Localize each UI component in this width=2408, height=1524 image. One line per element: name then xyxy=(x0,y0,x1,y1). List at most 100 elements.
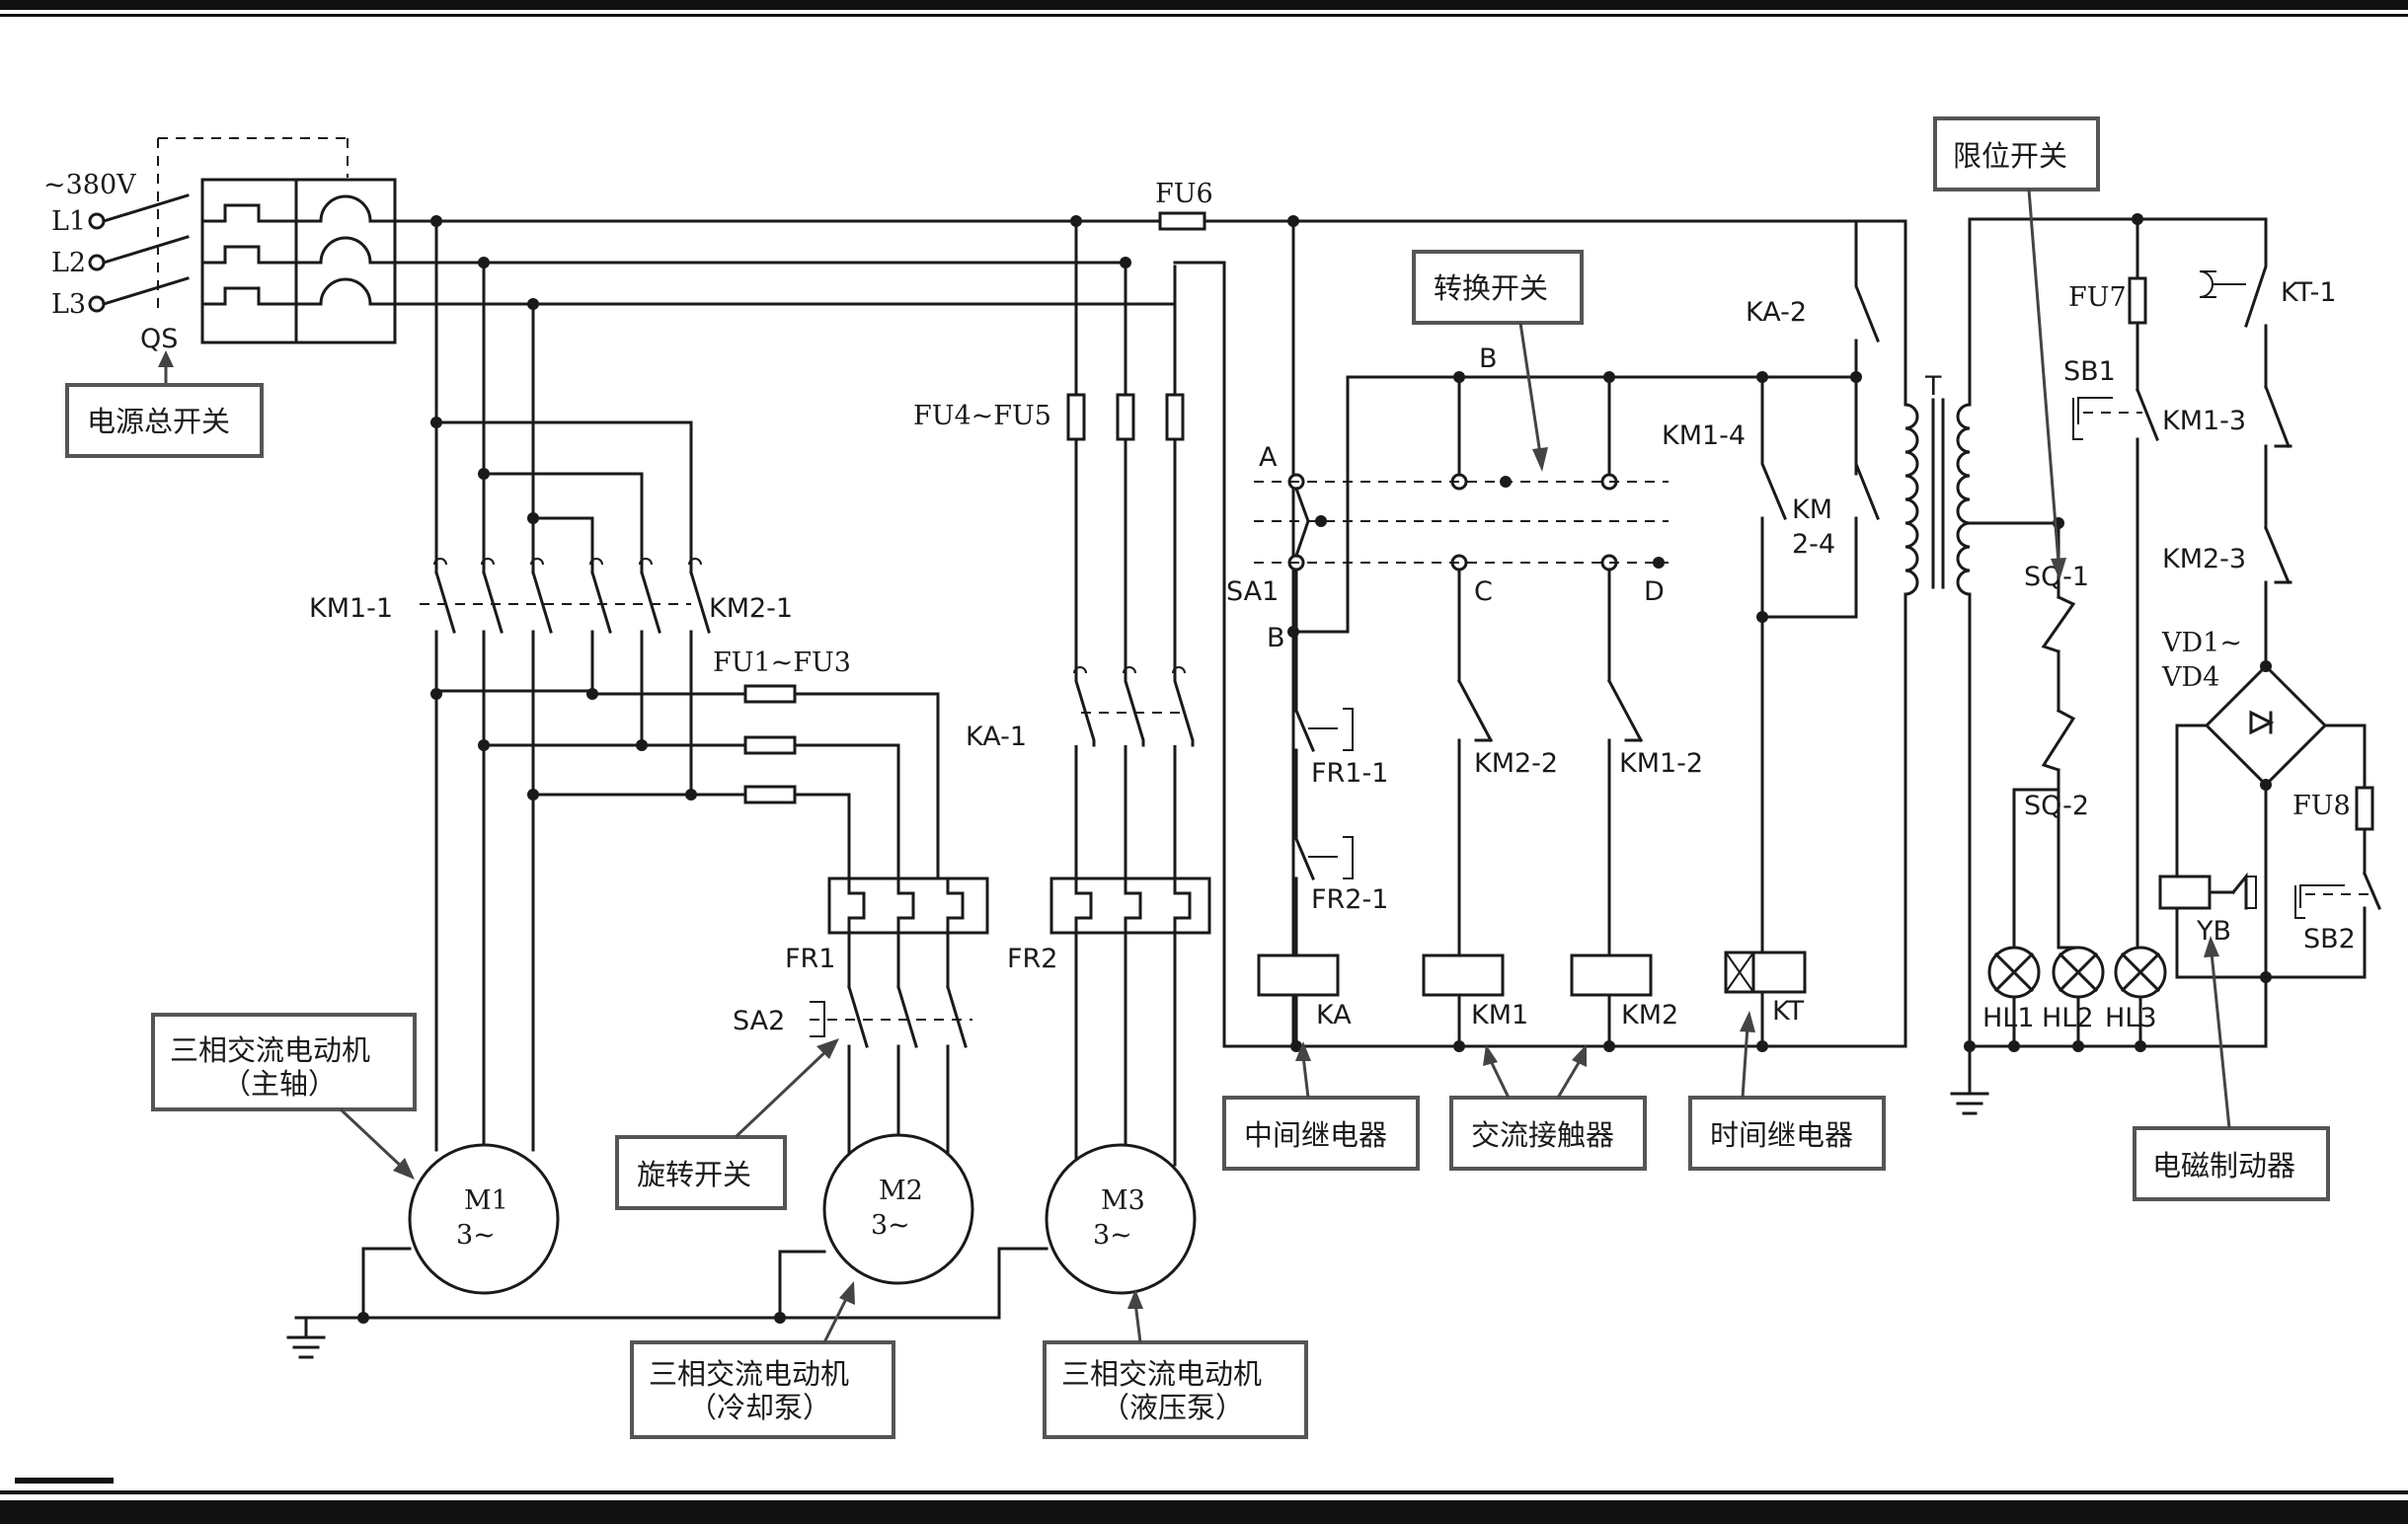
ka-2-label: KA-2 xyxy=(1746,297,1807,328)
callout-motor-spindle: 三相交流电动机 （主轴） xyxy=(151,1013,417,1180)
callout-limit-switch-text: 限位开关 xyxy=(1953,139,2067,173)
phase-l2-label: L2 xyxy=(51,248,86,278)
three-phase-bus: FU6 xyxy=(393,179,1907,1048)
callout-time-relay-text: 时间继电器 xyxy=(1710,1118,1853,1152)
callout-coolant-line1: 三相交流电动机 xyxy=(649,1357,849,1391)
callout-change-switch-text: 转换开关 xyxy=(1434,271,1548,305)
callout-limit-switch: 限位开关 xyxy=(1933,116,2100,580)
spindle-motor-branch: KM1-1 KM2-1 xyxy=(309,215,793,1152)
callout-spindle-line2: （主轴） xyxy=(222,1067,337,1101)
hydraulic-motor-branch: FU4~FU5 KA-1 FR2 xyxy=(913,215,1211,1167)
node-a-label: A xyxy=(1259,442,1278,473)
yb-coil xyxy=(2158,875,2212,910)
t-label: T xyxy=(1924,371,1942,402)
callout-coolant-line2: （冷却泵） xyxy=(688,1391,831,1424)
fu6-label: FU6 xyxy=(1155,179,1213,209)
km2-3-label: KM2-3 xyxy=(2162,544,2246,574)
fu1-fuse xyxy=(743,684,797,704)
sb1-label: SB1 xyxy=(2063,356,2116,387)
m3-name: M3 xyxy=(1101,1185,1145,1216)
motor-m3: M3 3~ xyxy=(997,1143,1197,1320)
fr1-thermal-relay xyxy=(827,876,989,935)
fu5-fuse xyxy=(1116,393,1135,441)
sq-2-label: SQ-2 xyxy=(2024,791,2089,821)
m3-sub: 3~ xyxy=(1093,1220,1132,1251)
fu7-label: FU7 xyxy=(2068,282,2127,313)
m1-name: M1 xyxy=(464,1185,508,1216)
callout-ac-contactor: 交流接触器 xyxy=(1449,1044,1647,1171)
callout-rotary-switch-text: 旋转开关 xyxy=(637,1158,751,1191)
ka-coil-label: KA xyxy=(1316,1000,1352,1030)
bottom-frame-bar xyxy=(0,1490,2408,1494)
callout-hydraulic-line1: 三相交流电动机 xyxy=(1061,1357,1262,1391)
bridge-rectifier xyxy=(2204,660,2328,791)
m2-name: M2 xyxy=(879,1176,923,1206)
km2-coil-label: KM2 xyxy=(1621,1000,1678,1030)
fr1-1-label: FR1-1 xyxy=(1311,758,1388,789)
fr2-label: FR2 xyxy=(1007,944,1057,974)
lamp-hl2 xyxy=(2052,946,2105,999)
km2-2-label: KM2-2 xyxy=(1474,748,1558,779)
sb2-label: SB2 xyxy=(2303,924,2356,954)
callout-main-switch-text: 电源总开关 xyxy=(87,405,230,438)
fr2-1-label: FR2-1 xyxy=(1311,884,1388,915)
callout-time-relay: 时间继电器 xyxy=(1688,1011,1886,1171)
fu3-fuse xyxy=(743,785,797,804)
km1-1-label: KM1-1 xyxy=(309,593,393,624)
phase-l3-label: L3 xyxy=(51,289,86,320)
km1-coil xyxy=(1422,953,1505,997)
hl3-label: HL3 xyxy=(2105,1003,2157,1033)
supply-voltage-label: ~380V xyxy=(43,170,136,200)
fu4-5-label: FU4~FU5 xyxy=(913,401,1051,431)
km1-2-label: KM1-2 xyxy=(1619,748,1703,779)
callout-spindle-line1: 三相交流电动机 xyxy=(170,1033,370,1067)
callout-electromagnetic-brake: 电磁制动器 xyxy=(2133,936,2330,1201)
node-b-bot-label: B xyxy=(1267,623,1285,653)
callout-main-switch: 电源总开关 xyxy=(65,350,264,458)
kt-1-label: KT-1 xyxy=(2281,277,2337,308)
km1-4-label: KM1-4 xyxy=(1662,420,1746,451)
lamp-and-brake-section: FU7 SB1 SQ-1 SQ-2 xyxy=(1982,213,2381,1052)
sa2-label: SA2 xyxy=(733,1006,785,1036)
phase-l1-label: L1 xyxy=(51,206,86,237)
ka-1-label: KA-1 xyxy=(966,722,1027,752)
node-b-top-label: B xyxy=(1479,343,1498,374)
fr1-label: FR1 xyxy=(785,944,835,974)
qs-label: QS xyxy=(140,324,178,354)
km2-1-label: KM2-1 xyxy=(709,593,793,624)
control-circuit: A B SA1 B C D FR1-1 FR2-1 KA KM2-2 KM1 K… xyxy=(1226,215,1880,1052)
callout-ac-contactor-text: 交流接触器 xyxy=(1471,1118,1614,1152)
motor-m2: M2 3~ xyxy=(774,1133,974,1324)
callout-hydraulic-line2: （液压泵） xyxy=(1101,1391,1244,1424)
fu7-fuse xyxy=(2128,276,2147,325)
hl1-label: HL1 xyxy=(1982,1003,2035,1033)
yb-label: YB xyxy=(2196,916,2231,947)
callout-motor-coolant: 三相交流电动机 （冷却泵） xyxy=(630,1281,895,1439)
callout-intermediate-relay-text: 中间继电器 xyxy=(1244,1118,1387,1152)
ka-coil xyxy=(1257,953,1340,997)
fu8-fuse xyxy=(2355,786,2374,831)
km1-coil-label: KM1 xyxy=(1471,1000,1528,1030)
hl2-label: HL2 xyxy=(2042,1003,2094,1033)
supply-section: ~380V L1 L2 L3 QS xyxy=(43,137,397,354)
vd1-label: VD1~ xyxy=(2161,628,2242,658)
sa1-label: SA1 xyxy=(1226,576,1279,607)
km2-4-label-b: 2-4 xyxy=(1792,529,1835,560)
fu2-fuse xyxy=(743,735,797,755)
callout-change-switch: 转换开关 xyxy=(1412,250,1584,472)
callout-rotary-switch: 旋转开关 xyxy=(615,1038,839,1210)
lamp-hl3 xyxy=(2114,946,2167,999)
km2-coil xyxy=(1570,953,1653,997)
km2-4-label-a: KM xyxy=(1792,495,1832,525)
fu1-3-label: FU1~FU3 xyxy=(713,648,851,678)
fu8-label: FU8 xyxy=(2292,791,2351,821)
fr2-thermal-relay xyxy=(1049,876,1211,935)
motor-m1: M1 3~ xyxy=(286,1143,999,1359)
kt-coil-label: KT xyxy=(1772,996,1805,1027)
m2-sub: 3~ xyxy=(871,1210,910,1241)
m1-sub: 3~ xyxy=(456,1220,496,1251)
km1-3-label: KM1-3 xyxy=(2162,406,2246,436)
fu5b-fuse xyxy=(1165,393,1185,441)
fu6-fuse xyxy=(1158,211,1206,231)
